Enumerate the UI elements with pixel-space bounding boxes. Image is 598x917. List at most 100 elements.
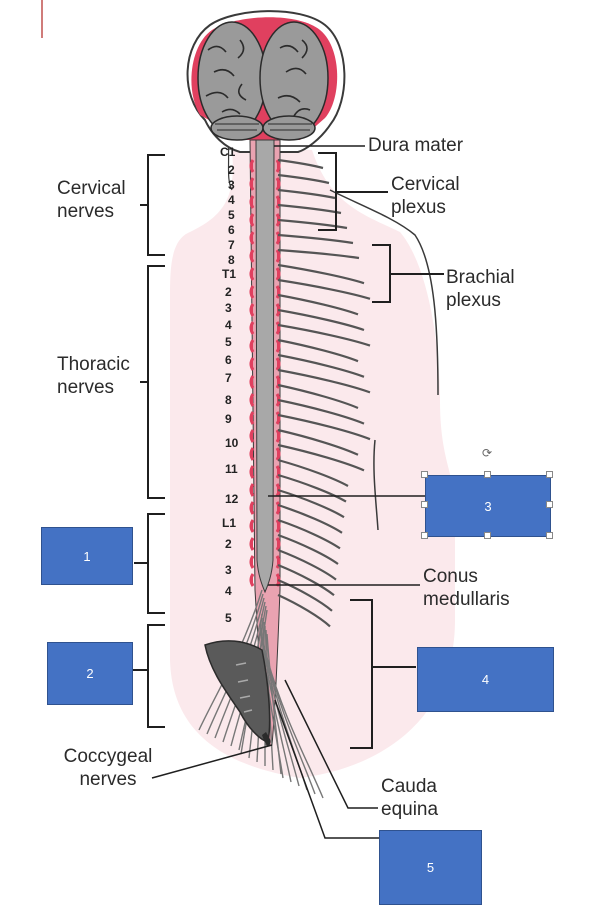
brachial-plexus-line1: Brachial bbox=[446, 267, 515, 288]
resize-handle-top[interactable] bbox=[484, 471, 491, 478]
spinal-nerve bbox=[277, 428, 359, 456]
spinal-nerve bbox=[277, 593, 331, 628]
spinal-nerve bbox=[277, 308, 365, 332]
cauda-fiber bbox=[263, 645, 300, 787]
conus-medullaris-line2: medullaris bbox=[423, 589, 510, 610]
spinal-nerve bbox=[277, 503, 343, 534]
spinal-nerve bbox=[277, 338, 359, 363]
cauda-equina-label: Cauda equina bbox=[381, 775, 438, 821]
cervical-nerves-line1: Cervical bbox=[57, 178, 126, 199]
rotate-handle-icon[interactable]: ⟳ bbox=[481, 446, 493, 460]
spinal-nerve bbox=[277, 188, 336, 200]
dura-segment-mark bbox=[275, 321, 281, 335]
resize-handle-top-right[interactable] bbox=[546, 471, 553, 478]
spinal-nerve bbox=[277, 278, 371, 300]
dura-segment-mark bbox=[275, 231, 281, 245]
resize-handle-top-left[interactable] bbox=[421, 471, 428, 478]
dura-segment-mark bbox=[249, 393, 255, 407]
spinal-nerve bbox=[277, 563, 335, 597]
brackets-right bbox=[318, 152, 444, 749]
sacral-foramina bbox=[235, 662, 253, 713]
coccygeal-nerves-label: Coccygeal nerves bbox=[56, 745, 160, 791]
dura-segment-mark bbox=[275, 177, 281, 191]
resize-handle-left[interactable] bbox=[421, 501, 428, 508]
spinal-nerve bbox=[277, 413, 371, 441]
thoracic-nerves-line1: Thoracic bbox=[57, 354, 130, 375]
dura-segment-mark bbox=[249, 519, 255, 533]
dura-segment-mark bbox=[275, 267, 281, 281]
vertebra-label-thoracic-2: 2 bbox=[225, 285, 232, 299]
vertebra-label-thoracic-1: T1 bbox=[222, 267, 237, 281]
dura-segment-mark bbox=[249, 555, 255, 569]
right-armpit-outline bbox=[373, 439, 379, 531]
answer-box-1[interactable]: 1 bbox=[41, 527, 133, 585]
dura-segment-mark bbox=[249, 177, 255, 191]
dura-segment-mark bbox=[249, 339, 255, 353]
thoracic-nerves-line2: nerves bbox=[57, 377, 115, 398]
dura-segment-mark bbox=[249, 213, 255, 227]
answer-box-5[interactable]: 5 bbox=[379, 830, 482, 905]
spinal-nerve bbox=[277, 248, 360, 260]
dura-segment-mark bbox=[249, 465, 255, 479]
spinal-nerve bbox=[277, 518, 341, 550]
spinal-nerve bbox=[277, 233, 354, 245]
answer-box-4[interactable]: 4 bbox=[417, 647, 554, 712]
cervical-nerves-line2: nerves bbox=[57, 201, 115, 222]
dura-segment-mark bbox=[249, 285, 255, 299]
dura-segment-mark bbox=[249, 483, 255, 497]
spinal-nerve bbox=[277, 263, 365, 285]
dura-segment-mark bbox=[275, 195, 281, 209]
vertebra-label-cervical-8: 8 bbox=[228, 253, 235, 267]
dura-segment-mark bbox=[249, 429, 255, 443]
spinal-nerve-branches bbox=[277, 158, 371, 628]
dura-segment-mark bbox=[249, 411, 255, 425]
resize-handle-right[interactable] bbox=[546, 501, 553, 508]
resize-handle-bottom-right[interactable] bbox=[546, 532, 553, 539]
spinal-nerve bbox=[277, 293, 359, 316]
spinal-nerve bbox=[277, 398, 365, 425]
vertebra-label-thoracic-12: 12 bbox=[225, 492, 239, 506]
dura-segment-mark bbox=[275, 519, 281, 533]
spinal-nerve bbox=[277, 218, 348, 230]
vertebra-label-lumbar-2: 2 bbox=[225, 537, 232, 551]
vertebra-label-thoracic-10: 10 bbox=[225, 436, 239, 450]
dura-segment-mark bbox=[249, 303, 255, 317]
dura-segment-mark bbox=[249, 573, 255, 587]
vertebra-label-cervical-6: 6 bbox=[228, 223, 235, 237]
dura-segment-mark bbox=[249, 249, 255, 263]
dura-segment-mark bbox=[275, 501, 281, 515]
vertebra-label-lumbar-3: 3 bbox=[225, 563, 232, 577]
spinal-nerve bbox=[277, 458, 349, 487]
vertebra-label-thoracic-7: 7 bbox=[225, 371, 232, 385]
spinal-nerve bbox=[277, 353, 365, 378]
cervical-nerves-label: Cervical nerves bbox=[57, 177, 126, 223]
spinal-nerve bbox=[277, 578, 333, 612]
right-shoulder-outline bbox=[329, 189, 439, 396]
vertebra-label-thoracic-11: 11 bbox=[225, 462, 238, 476]
cervical-plexus-label: Cervical plexus bbox=[391, 173, 460, 219]
vertebra-label-lumbar-5: 5 bbox=[225, 611, 232, 625]
resize-handle-bottom[interactable] bbox=[484, 532, 491, 539]
spinal-nerve bbox=[277, 383, 359, 410]
dura-segment-mark bbox=[275, 357, 281, 371]
dura-segment-mark bbox=[249, 159, 255, 173]
dura-segment-mark bbox=[249, 321, 255, 335]
answer-box-2[interactable]: 2 bbox=[47, 642, 133, 705]
spinal-nerve bbox=[277, 473, 347, 503]
brain bbox=[197, 21, 329, 141]
dura-segment-mark bbox=[275, 447, 281, 461]
cauda-fiber bbox=[262, 641, 292, 783]
cauda-equina-line2: equina bbox=[381, 799, 439, 820]
resize-handle-bottom-left[interactable] bbox=[421, 532, 428, 539]
spinal-cord bbox=[255, 139, 275, 594]
answer-box-3-selected[interactable]: 3 bbox=[425, 475, 551, 537]
thoracic-nerves-label: Thoracic nerves bbox=[57, 353, 130, 399]
vertebra-label-thoracic-4: 4 bbox=[225, 318, 232, 332]
dura-segment-mark bbox=[275, 429, 281, 443]
vertebra-label-cervical-7: 7 bbox=[228, 238, 235, 252]
brachial-plexus-line2: plexus bbox=[446, 290, 501, 311]
spinal-nerve bbox=[277, 323, 371, 347]
vertebra-label-lumbar-4: 4 bbox=[225, 584, 232, 598]
dura-segment-mark bbox=[275, 411, 281, 425]
vertebra-label-cervical-5: 5 bbox=[228, 208, 235, 222]
